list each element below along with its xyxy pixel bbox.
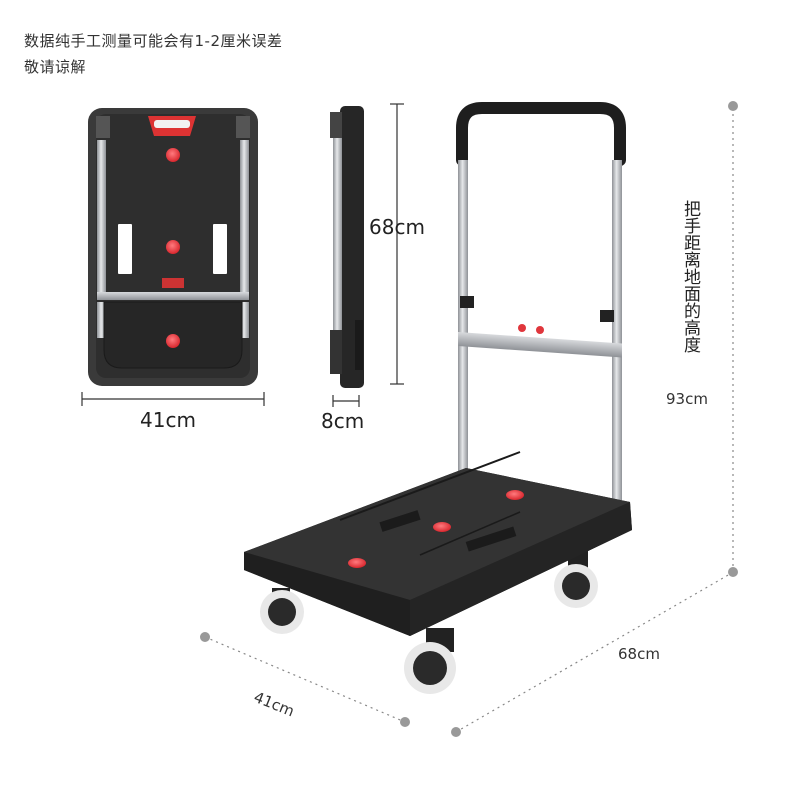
folded-rail-right xyxy=(240,140,249,300)
folded-side-view xyxy=(330,106,364,388)
handle-height-value: 93cm xyxy=(666,390,708,408)
folded-rail-left xyxy=(97,140,106,300)
folded-top-view xyxy=(88,108,258,386)
red-release-button xyxy=(433,522,451,532)
trolley-3d xyxy=(244,102,632,694)
trolley-wheel-front-left xyxy=(260,588,304,634)
red-release-button xyxy=(166,240,180,254)
folded-thickness-dimension xyxy=(332,395,360,407)
red-release-button xyxy=(166,334,180,348)
handle-height-caption: 把手距离地面的高度 xyxy=(680,200,700,353)
handle-height-dimension xyxy=(728,101,738,577)
folded-thickness-label: 8cm xyxy=(321,409,365,433)
trolley-upright-left xyxy=(458,160,468,480)
disclaimer-line-1: 数据纯手工测量可能会有1-2厘米误差 xyxy=(24,32,283,50)
width-dimension xyxy=(200,632,410,727)
trolley-crossbar xyxy=(458,332,622,358)
folded-height-label: 68cm xyxy=(369,215,425,239)
measurement-disclaimer: 数据纯手工测量可能会有1-2厘米误差 敬请谅解 xyxy=(24,28,283,80)
folded-width-label: 41cm xyxy=(140,408,196,432)
folded-side-body xyxy=(340,106,364,388)
trolley-wheel-front-right xyxy=(404,628,456,694)
length-dimension xyxy=(451,573,731,737)
folded-height-dimension xyxy=(390,103,404,385)
trolley-upright-right xyxy=(612,160,622,500)
trolley-length-label: 68cm xyxy=(618,645,660,663)
disclaimer-line-2: 敬请谅解 xyxy=(24,58,87,76)
trolley-handle-grip xyxy=(456,102,626,166)
folded-width-dimension xyxy=(81,392,265,406)
red-release-button xyxy=(166,148,180,162)
trolley-wheel-rear xyxy=(554,550,598,608)
red-release-button xyxy=(348,558,366,568)
red-release-button xyxy=(506,490,524,500)
